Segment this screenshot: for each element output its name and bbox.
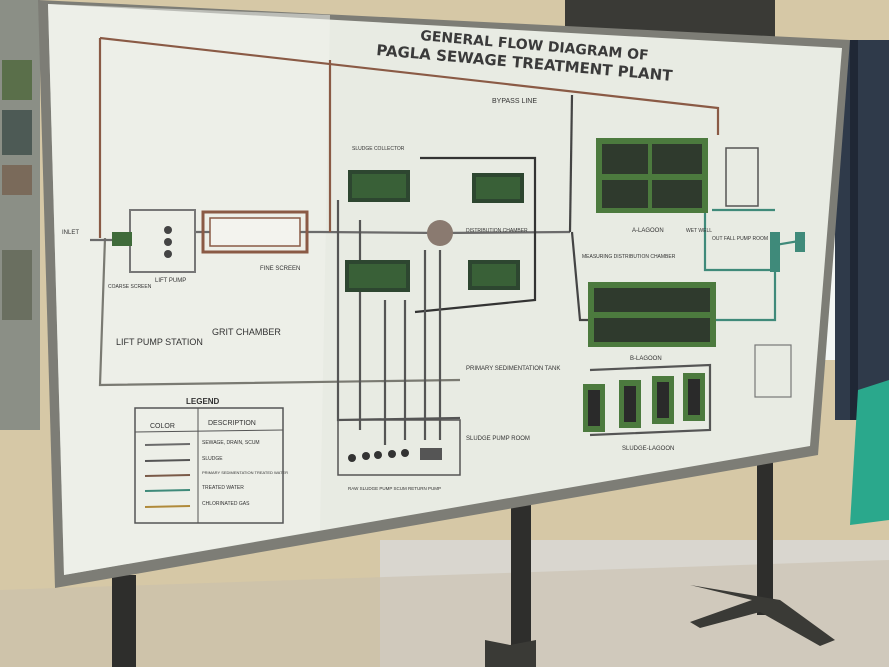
- legend-desc-1: SEWAGE, DRAIN, SCUM: [202, 440, 260, 446]
- label-out-fall-pump-room: OUT FALL PUMP ROOM: [712, 236, 768, 242]
- legend-col-description: DESCRIPTION: [208, 420, 256, 427]
- label-sludge-collector: SLUDGE COLLECTOR: [352, 146, 405, 152]
- left-poster-photo-4: [2, 250, 32, 320]
- legend-swatch-5: [144, 505, 191, 508]
- stand-foot-right: [690, 585, 835, 646]
- label-coarse-screen: COARSE SCREEN: [108, 284, 152, 290]
- label-primary-sedimentation-tank: PRIMARY SEDIMENTATION TANK: [466, 366, 560, 372]
- curtain-fold: [850, 40, 858, 420]
- sludge-lagoons: [583, 373, 705, 432]
- legend-rows: SEWAGE, DRAIN, SCUM SLUDGE PRIMARY SEDIM…: [144, 440, 288, 508]
- label-a-lagoon: A-LAGOON: [632, 228, 664, 234]
- legend-desc-2: SLUDGE: [202, 456, 223, 462]
- legend-col-color: COLOR: [150, 423, 175, 430]
- label-grit-chamber: GRIT CHAMBER: [212, 327, 281, 337]
- lift-pump-station: [112, 209, 196, 273]
- label-fine-screen: FINE SCREEN: [260, 266, 300, 272]
- legend-box: [134, 407, 284, 524]
- label-b-lagoon: B-LAGOON: [630, 356, 662, 362]
- label-measuring-distribution-chamber: MEASURING DISTRIBUTION CHAMBER: [582, 254, 676, 260]
- label-wet-well: WET WELL: [686, 228, 712, 234]
- legend-swatch-4: [144, 489, 191, 492]
- distribution-chamber-shape: [427, 220, 453, 246]
- label-sludge-pump-room: SLUDGE PUMP ROOM: [466, 436, 530, 442]
- legend-swatch-3: [144, 474, 191, 477]
- label-raw-sludge-pump: RAW SLUDGE PUMP SCUM RETURN PUMP: [348, 486, 441, 491]
- legend-desc-4: TREATED WATER: [202, 485, 244, 491]
- out-fall-pump-room: [725, 147, 805, 398]
- legend-desc-5: CHLORINATED GAS: [202, 501, 250, 507]
- stand-leg-middle: [511, 500, 531, 667]
- grit-chamber: [201, 210, 309, 254]
- b-lagoon: [588, 282, 716, 347]
- label-inlet: INLET: [62, 230, 79, 236]
- left-poster-photo-2: [2, 110, 32, 155]
- a-lagoon: [596, 138, 708, 213]
- label-distribution-chamber: DISTRIBUTION CHAMBER: [466, 228, 528, 234]
- sedimentation-tank-3: [345, 260, 410, 292]
- legend-swatch-2: [144, 459, 191, 462]
- label-sludge-lagoon: SLUDGE-LAGOON: [622, 446, 674, 452]
- left-poster-photo-1: [2, 60, 32, 100]
- label-lift-pump-station: LIFT PUMP STATION: [116, 337, 203, 347]
- stand-leg-right: [757, 450, 773, 615]
- board-glare: [48, 4, 330, 575]
- label-bypass-line: BYPASS LINE: [492, 98, 537, 105]
- sedimentation-tank-2: [472, 173, 524, 203]
- stand-foot-middle: [485, 640, 536, 667]
- stand-leg-left: [112, 575, 136, 667]
- left-poster-photo-3: [2, 165, 32, 195]
- legend-desc-3: PRIMARY SEDIMENTATION TREATED WATER: [202, 470, 288, 475]
- sludge-pump-room: [337, 419, 461, 476]
- person-sleeve: [850, 380, 889, 525]
- sedimentation-tank-1: [348, 170, 410, 202]
- sedimentation-tank-4: [468, 260, 520, 290]
- label-lift-pump: LIFT PUMP: [155, 278, 186, 284]
- floor-shadow: [0, 560, 889, 667]
- legend-swatch-1: [144, 443, 191, 446]
- legend-title: LEGEND: [186, 397, 220, 406]
